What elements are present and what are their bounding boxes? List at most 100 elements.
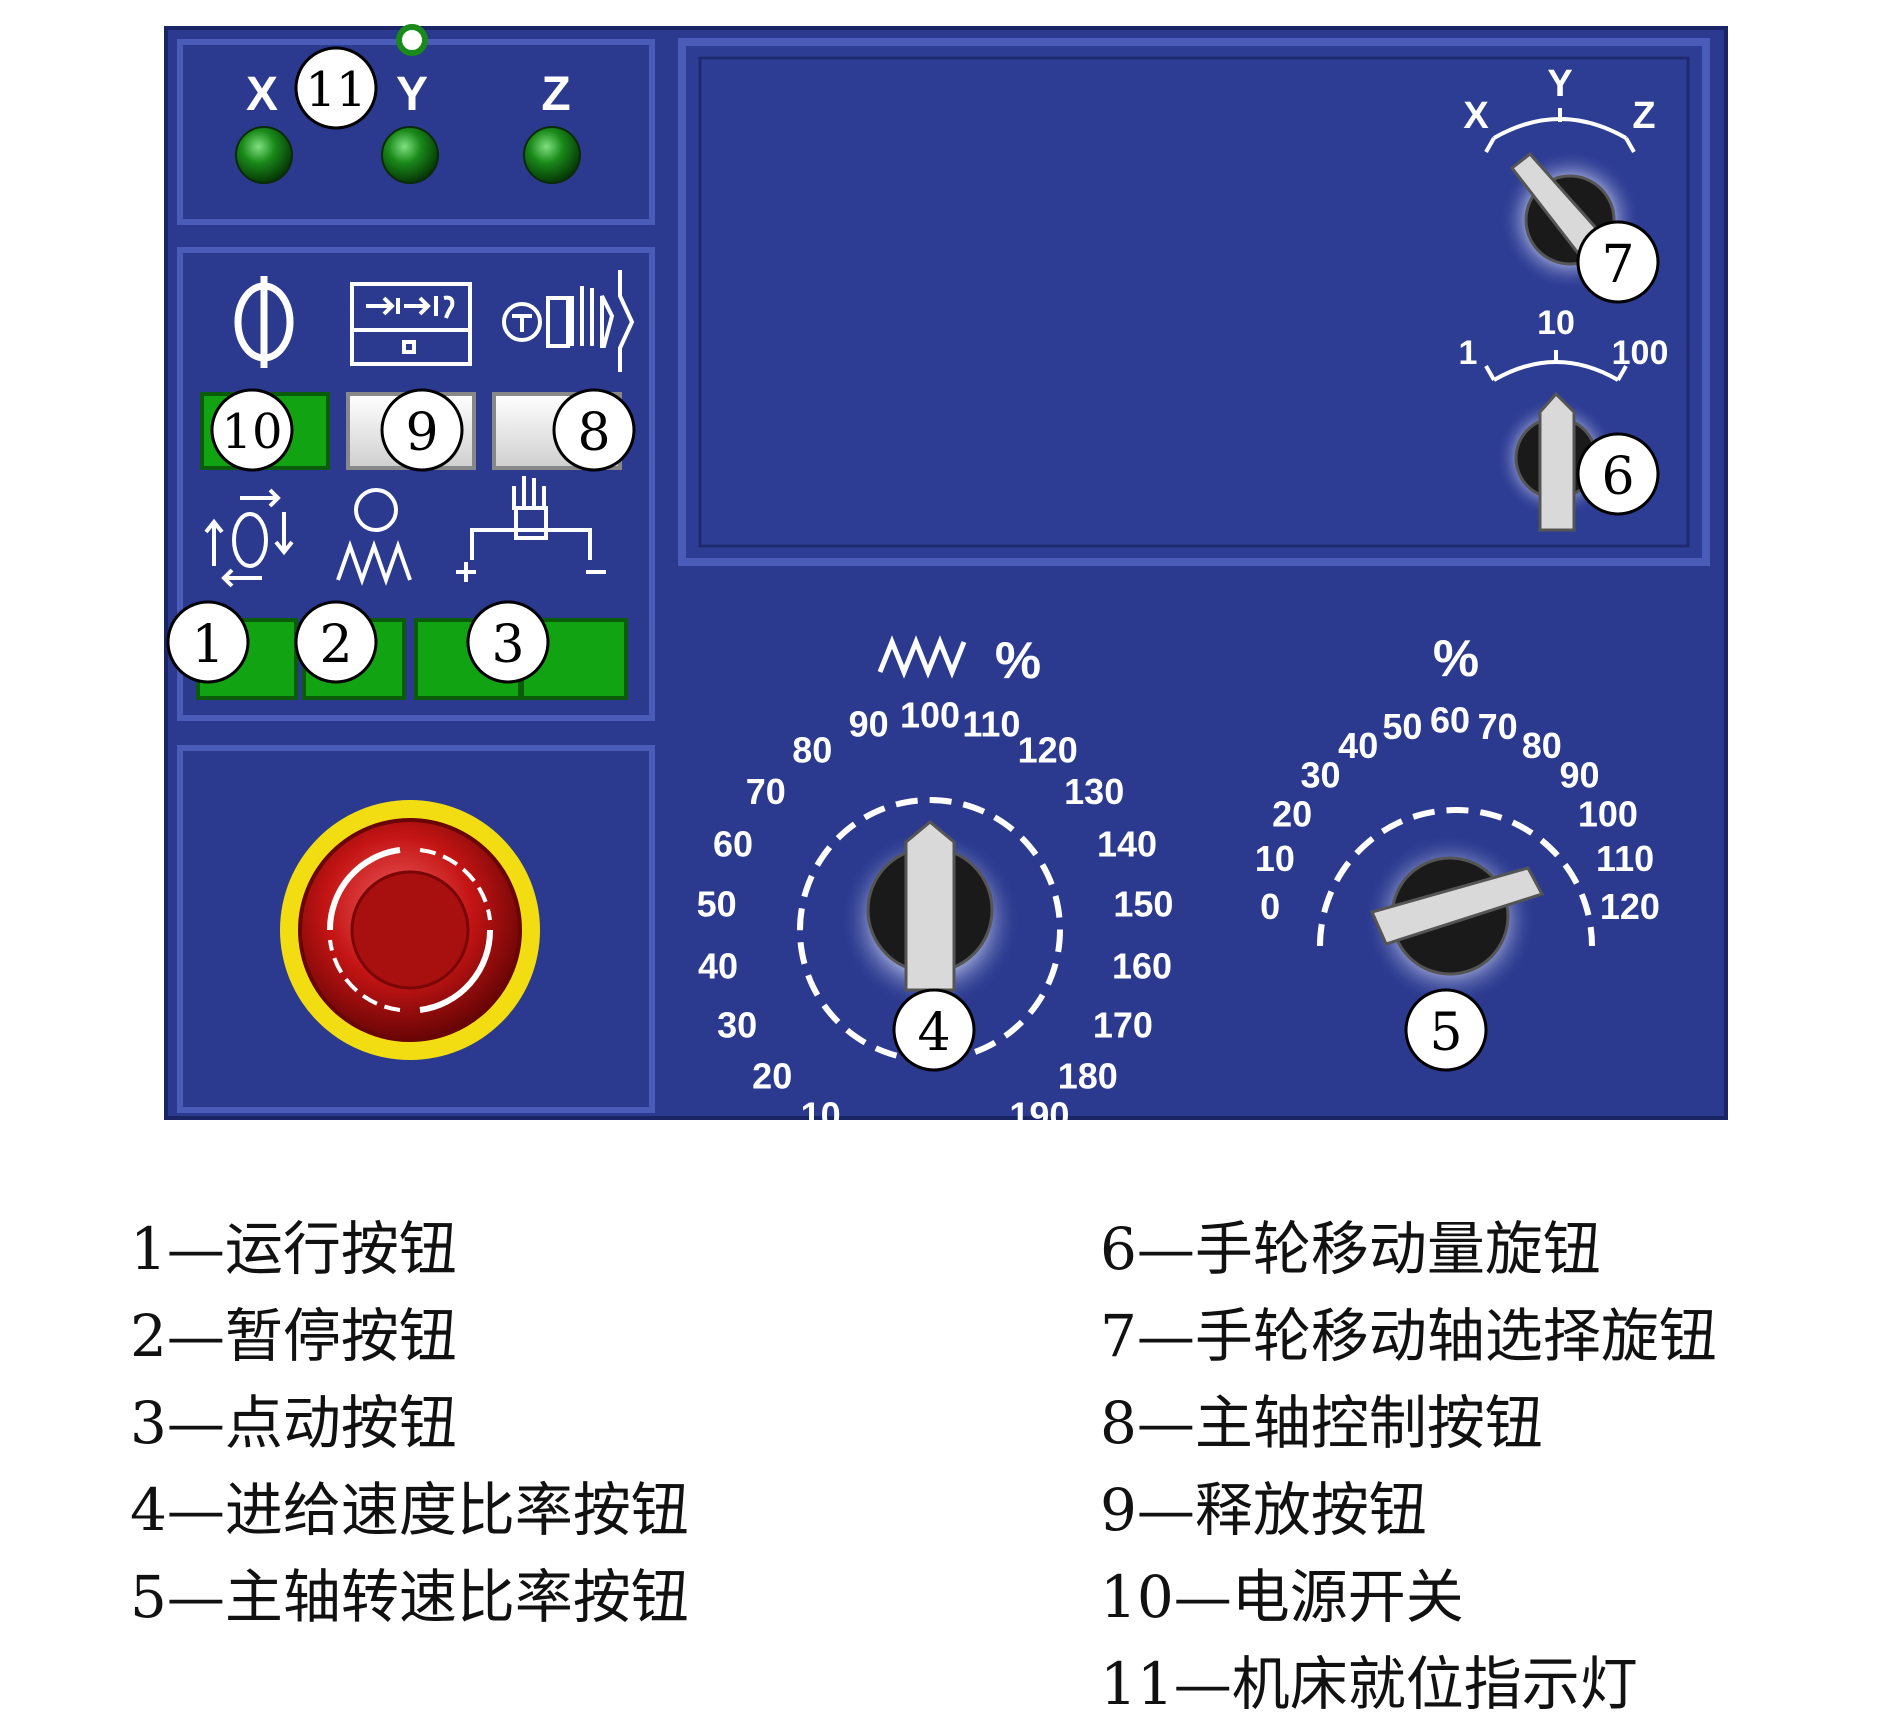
feed-scale-label-100: 100	[900, 695, 960, 736]
increment-label-10: 10	[1537, 304, 1575, 342]
spindle-override-header-unit: %	[1433, 630, 1479, 688]
legend-item: 7—手轮移动轴选择旋钮	[1100, 1302, 1717, 1370]
legend-item: 3—点动按钮	[130, 1389, 457, 1457]
callout-3: 3	[466, 600, 550, 684]
spindle-scale-label-110: 110	[1596, 838, 1654, 879]
feed-scale-label-80: 80	[792, 730, 832, 771]
feed-scale-label-200: 200	[952, 1118, 1012, 1159]
callout-10: 10	[210, 388, 294, 472]
axis-led-y	[381, 126, 439, 184]
feed-hold-icon	[336, 488, 412, 587]
feed-scale-label-10: 10	[801, 1095, 841, 1136]
axis-led-label-y: Y	[396, 68, 428, 121]
estop-panel-frame	[177, 745, 655, 1113]
spindle-scale-label-80: 80	[1522, 725, 1562, 766]
axis-leds: X Y Z	[235, 24, 581, 184]
callout-9: 9	[380, 388, 464, 472]
feed-scale-label-110: 110	[962, 704, 1020, 745]
callout-8-label: 8	[577, 403, 610, 463]
spindle-control-icon	[502, 270, 635, 372]
axis-led-label-x: X	[246, 68, 278, 121]
callout-9-label: 9	[405, 403, 438, 463]
legend-item: 5—主轴转速比率按钮	[130, 1563, 689, 1631]
feed-scale-label-30: 30	[717, 1005, 757, 1046]
increment-label-1: 1	[1459, 334, 1478, 372]
spindle-scale-label-40: 40	[1338, 725, 1378, 766]
feed-scale-label-140: 140	[1097, 824, 1157, 865]
legend-left: 1—运行按钮 2—暂停按钮 3—点动按钮 4—进给速度比率按钮 5—主轴转速比率…	[130, 1206, 689, 1641]
axis-select-label-y: Y	[1547, 63, 1572, 105]
legend-item: 10—电源开关	[1100, 1563, 1464, 1631]
legend-item: 8—主轴控制按钮	[1100, 1389, 1543, 1457]
callout-8: 8	[552, 388, 636, 472]
jog-icon	[456, 476, 606, 582]
callout-10-label: 10	[221, 404, 282, 460]
legend-item: 4—进给速度比率按钮	[130, 1476, 689, 1544]
spindle-scale-label-60: 60	[1430, 700, 1470, 741]
callout-6-label: 6	[1601, 447, 1634, 507]
callout-2-label: 2	[319, 615, 352, 675]
callout-11-label: 11	[305, 62, 366, 118]
emergency-stop-button[interactable]	[280, 800, 540, 1060]
callout-7: 7	[1576, 220, 1660, 304]
feed-scale-label-50: 50	[697, 883, 737, 924]
feed-override-header-icon	[877, 635, 967, 679]
callout-3-label: 3	[491, 615, 524, 675]
feed-scale-label-180: 180	[1058, 1056, 1118, 1097]
legend-item: 11—机床就位指示灯	[1100, 1650, 1638, 1718]
axis-led-label-z: Z	[541, 68, 570, 121]
increment-label-100: 100	[1612, 334, 1669, 372]
feed-scale-label-40: 40	[698, 946, 738, 987]
spindle-scale-label-90: 90	[1559, 755, 1599, 796]
spindle-scale-label-100: 100	[1578, 793, 1638, 834]
feed-scale-label-20: 20	[752, 1056, 792, 1097]
power-symbol-icon	[234, 276, 294, 368]
callout-7-label: 7	[1601, 235, 1634, 295]
handwheel-increment-knob[interactable]: 1 10 100	[1459, 304, 1669, 532]
callout-4: 4	[892, 988, 976, 1072]
feed-scale-label-60: 60	[713, 824, 753, 865]
callout-4-label: 4	[917, 1003, 950, 1063]
spindle-scale-label-120: 120	[1600, 886, 1660, 927]
callout-1-label: 1	[191, 615, 224, 675]
legend-item: 6—手轮移动量旋钮	[1100, 1215, 1601, 1283]
feed-scale-label-90: 90	[849, 704, 889, 745]
feed-scale-label-190: 190	[1009, 1095, 1069, 1136]
callout-6: 6	[1576, 432, 1660, 516]
legend-right: 6—手轮移动量旋钮 7—手轮移动轴选择旋钮 8—主轴控制按钮 9—释放按钮 10…	[1100, 1206, 1717, 1728]
legend-item: 1—运行按钮	[130, 1215, 457, 1283]
feed-override-header-unit: %	[995, 632, 1041, 690]
display-inner	[698, 56, 1690, 548]
spindle-scale-label-30: 30	[1300, 755, 1340, 796]
callout-5-label: 5	[1429, 1003, 1462, 1063]
spindle-scale-label-20: 20	[1272, 793, 1312, 834]
legend-item: 2—暂停按钮	[130, 1302, 457, 1370]
callout-5: 5	[1404, 988, 1488, 1072]
feed-scale-label-150: 150	[1113, 883, 1173, 924]
feed-scale-label-0: 0	[868, 1118, 888, 1159]
button-panel-frame	[177, 247, 655, 721]
feed-scale-label-120: 120	[1018, 730, 1078, 771]
reference-marker-icon	[396, 24, 428, 56]
axis-select-label-z: Z	[1632, 95, 1655, 137]
callout-2: 2	[294, 600, 378, 684]
legend-item: 9—释放按钮	[1100, 1476, 1427, 1544]
spindle-scale-label-50: 50	[1382, 706, 1422, 747]
feed-scale-label-170: 170	[1093, 1005, 1153, 1046]
feed-scale-label-160: 160	[1112, 946, 1172, 987]
spindle-scale-label-10: 10	[1255, 838, 1295, 879]
axis-led-z	[523, 126, 581, 184]
spindle-scale-label-70: 70	[1478, 706, 1518, 747]
release-symbol-icon	[350, 282, 472, 366]
callout-1: 1	[166, 600, 250, 684]
callout-11: 11	[294, 46, 378, 130]
spindle-scale-label-0: 0	[1260, 886, 1280, 927]
feed-scale-label-70: 70	[746, 771, 786, 812]
run-cycle-icon	[204, 488, 294, 588]
feed-scale-label-130: 130	[1064, 771, 1124, 812]
axis-led-x	[235, 126, 293, 184]
